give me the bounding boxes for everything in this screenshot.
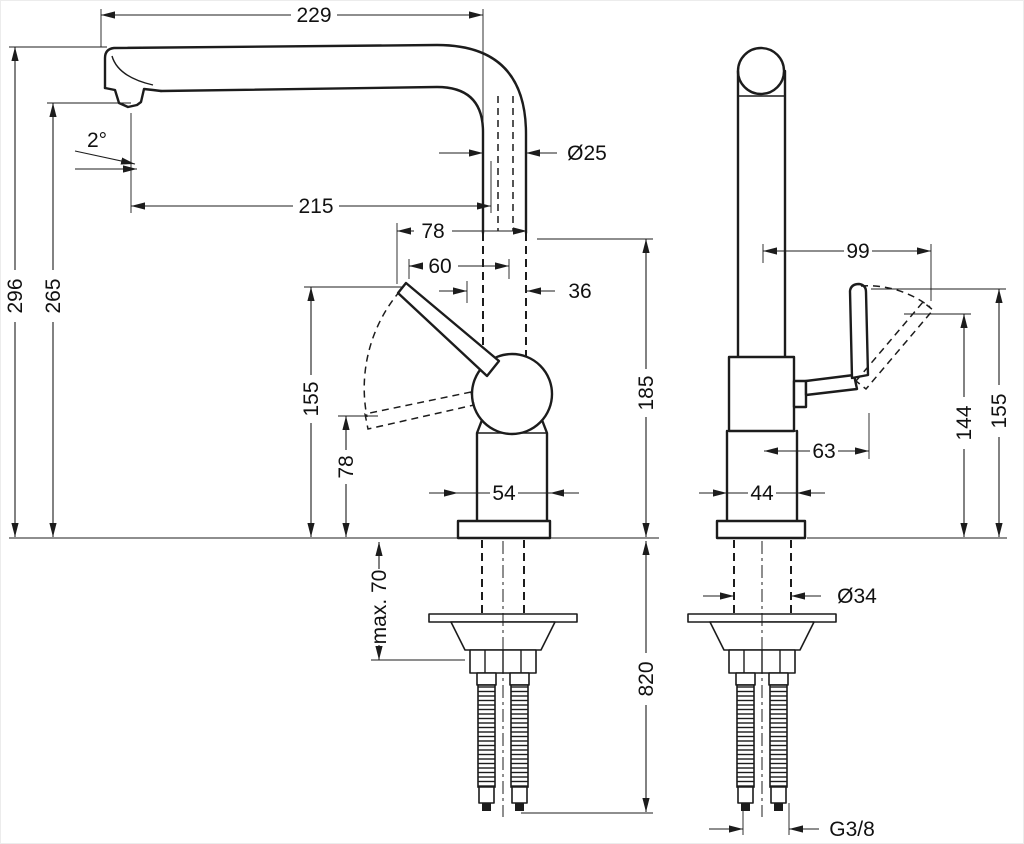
dim-229: 229 <box>100 4 484 153</box>
dim-54: 54 <box>429 482 579 505</box>
dim-215-label: 215 <box>298 195 333 218</box>
handle-lever-alt-position <box>363 290 475 430</box>
dim-229-label: 229 <box>296 4 331 27</box>
dim-60: 60 <box>408 255 510 279</box>
dim-155-left-label: 155 <box>300 381 323 416</box>
dim-dia34-label: Ø34 <box>837 585 877 608</box>
dim-44: 44 <box>699 482 825 505</box>
dim-78-left: 78 <box>335 415 378 537</box>
dim-36: 36 <box>439 280 592 303</box>
front-handle <box>792 282 870 409</box>
dim-dia25: Ø25 <box>439 142 607 165</box>
dim-820-label: 820 <box>635 661 658 696</box>
dim-144-label: 144 <box>953 405 976 440</box>
dim-max70-label: max. 70 <box>368 570 391 645</box>
dim-78-top-label: 78 <box>421 220 444 243</box>
dim-215: 215 <box>130 113 492 218</box>
dim-g38-label: G3/8 <box>829 818 875 841</box>
dim-2deg: 2° <box>74 129 137 173</box>
dim-63: 63 <box>764 413 870 463</box>
dim-dia25-label: Ø25 <box>567 142 607 165</box>
dim-36-label: 36 <box>568 280 591 303</box>
dim-296-label: 296 <box>4 278 27 313</box>
dim-99-label: 99 <box>846 240 869 263</box>
dim-265-label: 265 <box>42 278 65 313</box>
left-view-faucet <box>103 43 578 818</box>
dim-185-label: 185 <box>635 375 658 410</box>
front-column <box>715 46 807 540</box>
spout-pipe-hidden-lines <box>482 96 527 357</box>
right-view-faucet <box>687 46 935 818</box>
dim-g38: G3/8 <box>709 803 875 841</box>
dim-54-label: 54 <box>492 482 516 505</box>
dim-265: 265 <box>42 102 131 537</box>
dim-60-label: 60 <box>428 255 451 278</box>
handle-lever <box>396 281 501 378</box>
dim-78-left-label: 78 <box>335 455 358 478</box>
dim-63-label: 63 <box>812 440 835 463</box>
faucet-body <box>456 418 552 540</box>
dim-185: 185 <box>537 238 658 537</box>
front-handle-alt-position <box>854 285 935 391</box>
dim-99: 99 <box>762 240 932 301</box>
dim-820: 820 <box>521 541 658 814</box>
dim-296: 296 <box>4 46 107 537</box>
dim-max70: max. 70 <box>368 542 465 661</box>
dim-dia34: Ø34 <box>703 585 877 608</box>
dim-44-label: 44 <box>750 482 774 505</box>
dim-78-top: 78 <box>396 220 527 284</box>
dim-155-left: 155 <box>300 286 402 537</box>
dim-2deg-label: 2° <box>87 129 107 152</box>
right-undermount-hardware <box>687 540 837 818</box>
dim-155-right: 155 <box>871 288 1011 537</box>
left-undermount-hardware <box>428 540 578 818</box>
dim-144: 144 <box>904 313 976 537</box>
dim-155-right-label: 155 <box>988 393 1011 428</box>
